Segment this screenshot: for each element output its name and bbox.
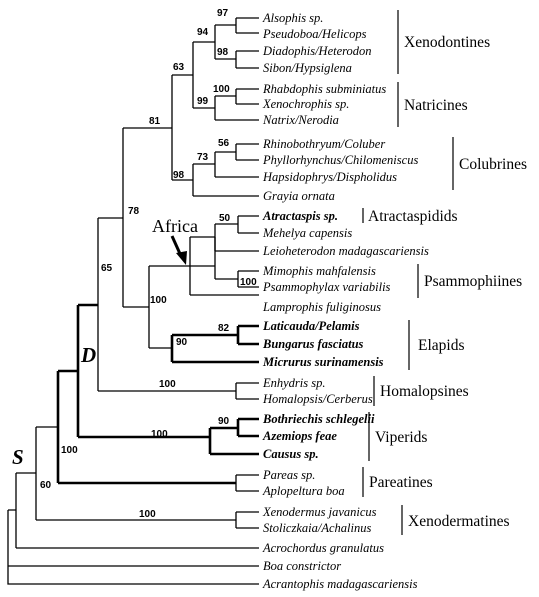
taxon-label: Mehelya capensis: [262, 226, 352, 240]
branch: [7, 566, 259, 585]
branch: [7, 509, 259, 567]
group-label-pareatines: Pareatines: [369, 474, 433, 491]
support-value: 100: [213, 84, 230, 95]
support-value: 90: [176, 337, 188, 348]
taxon-label: Pseudoboa/Helicops: [262, 27, 367, 41]
taxon-labels: Alsophis sp. Pseudoboa/Helicops Diadophi…: [262, 11, 429, 591]
taxon-label: Laticauda/Pelamis: [262, 319, 360, 333]
group-brackets: [362, 10, 454, 535]
support-value: 82: [218, 323, 230, 334]
taxon-label: Xenodermus javanicus: [262, 505, 377, 519]
taxon-label: Azemiops feae: [262, 429, 337, 443]
taxon-label: Pareas sp.: [262, 468, 315, 482]
support-value: 90: [218, 416, 230, 427]
taxon-label: Homalopsis/Cerberus: [262, 392, 373, 406]
group-label-viperids: Viperids: [375, 429, 427, 446]
branch: [171, 74, 193, 181]
taxon-label: Hapsidophrys/Dispholidus: [262, 170, 397, 184]
support-value: 81: [149, 116, 161, 127]
taxon-label: Natrix/Nerodia: [262, 113, 339, 127]
group-label-xenodontines: Xenodontines: [404, 34, 490, 51]
taxon-label: Mimophis mahfalensis: [262, 264, 376, 278]
taxon-label: Leioheterodon madagascariensis: [262, 244, 429, 258]
branch: [235, 474, 259, 492]
node-labels: D S Africa: [12, 216, 198, 469]
taxon-label: Stoliczkaia/Achalinus: [263, 521, 371, 535]
taxon-label: Acrantophis madagascariensis: [262, 577, 418, 591]
support-value: 94: [197, 27, 209, 38]
support-value: 98: [173, 170, 185, 181]
group-label-psammophiines: Psammophiines: [424, 273, 522, 290]
taxon-label: Xenochrophis sp.: [262, 97, 349, 111]
node-label-africa: Africa: [152, 216, 198, 236]
group-label-homalopsines: Homalopsines: [380, 383, 469, 400]
taxon-label: Psammophylax variabilis: [262, 280, 391, 294]
support-value: 100: [61, 445, 78, 456]
branch: [190, 237, 216, 279]
support-value: 100: [139, 509, 156, 520]
taxon-label: Bungarus fasciatus: [262, 337, 364, 351]
branch: [214, 95, 259, 121]
branch: [237, 215, 259, 234]
support-value: 78: [128, 206, 140, 217]
node-label-D: D: [80, 343, 96, 367]
branch: [235, 88, 259, 105]
taxon-label: Acrochordus granulatus: [262, 541, 384, 555]
branch: [214, 223, 259, 252]
branch: [208, 426, 259, 456]
taxon-label: Atractaspis sp.: [262, 209, 338, 223]
taxon-label: Diadophis/Heterodon: [262, 44, 372, 58]
taxon-label: Lamprophis fuliginosus: [262, 300, 381, 314]
support-value: 97: [217, 8, 229, 19]
support-value: 60: [40, 480, 52, 491]
taxon-label: Alsophis sp.: [262, 11, 323, 25]
support-value: 65: [101, 263, 113, 274]
support-value: 73: [197, 152, 209, 163]
branch: [35, 426, 236, 521]
support-value: 100: [240, 277, 257, 288]
taxon-label: Bothriechis schlegelii: [262, 412, 375, 426]
branch: [235, 17, 259, 34]
branch: [235, 143, 259, 161]
group-label-natricines: Natricines: [404, 97, 468, 114]
taxon-label: Phyllorhynchus/Chilomeniscus: [262, 153, 418, 167]
branch: [235, 50, 259, 69]
branch: [214, 151, 259, 178]
support-value: 98: [217, 47, 229, 58]
taxon-label: Rhabdophis subminiatus: [262, 82, 386, 96]
taxon-label: Boa constrictor: [263, 559, 341, 573]
branch: [235, 511, 259, 529]
node-label-S: S: [12, 445, 24, 469]
support-value: 100: [159, 379, 176, 390]
group-label-elapids: Elapids: [418, 337, 465, 354]
taxon-label: Rhinobothryum/Coluber: [262, 137, 385, 151]
support-value: 100: [150, 295, 167, 306]
group-label-xenodermatines: Xenodermatines: [408, 513, 510, 530]
taxon-label: Micrurus surinamensis: [262, 355, 384, 369]
branch: [56, 369, 236, 485]
taxon-label: Grayia ornata: [263, 189, 335, 203]
group-label-colubrines: Colubrines: [459, 156, 527, 173]
taxon-label: Enhydris sp.: [262, 376, 326, 390]
support-value: 50: [219, 213, 231, 224]
support-values: 97 94 98 63 100 99 81 56 73 98 78 50 65 …: [40, 8, 257, 520]
branch: [236, 324, 259, 346]
branch: [235, 382, 259, 400]
africa-arrow: [170, 235, 187, 265]
branch: [192, 163, 259, 197]
branch: [236, 417, 259, 438]
taxon-label: Aplopeltura boa: [262, 484, 345, 498]
support-value: 100: [151, 429, 168, 440]
support-value: 63: [173, 62, 185, 73]
tree-branches: [7, 17, 259, 585]
group-labels: Xenodontines Natricines Colubrines Atrac…: [368, 34, 527, 530]
group-label-atractaspidids: Atractaspidids: [368, 208, 458, 225]
taxon-label: Causus sp.: [263, 447, 319, 461]
support-value: 99: [197, 96, 209, 107]
support-value: 56: [218, 138, 230, 149]
taxon-label: Sibon/Hypsiglena: [263, 61, 352, 75]
